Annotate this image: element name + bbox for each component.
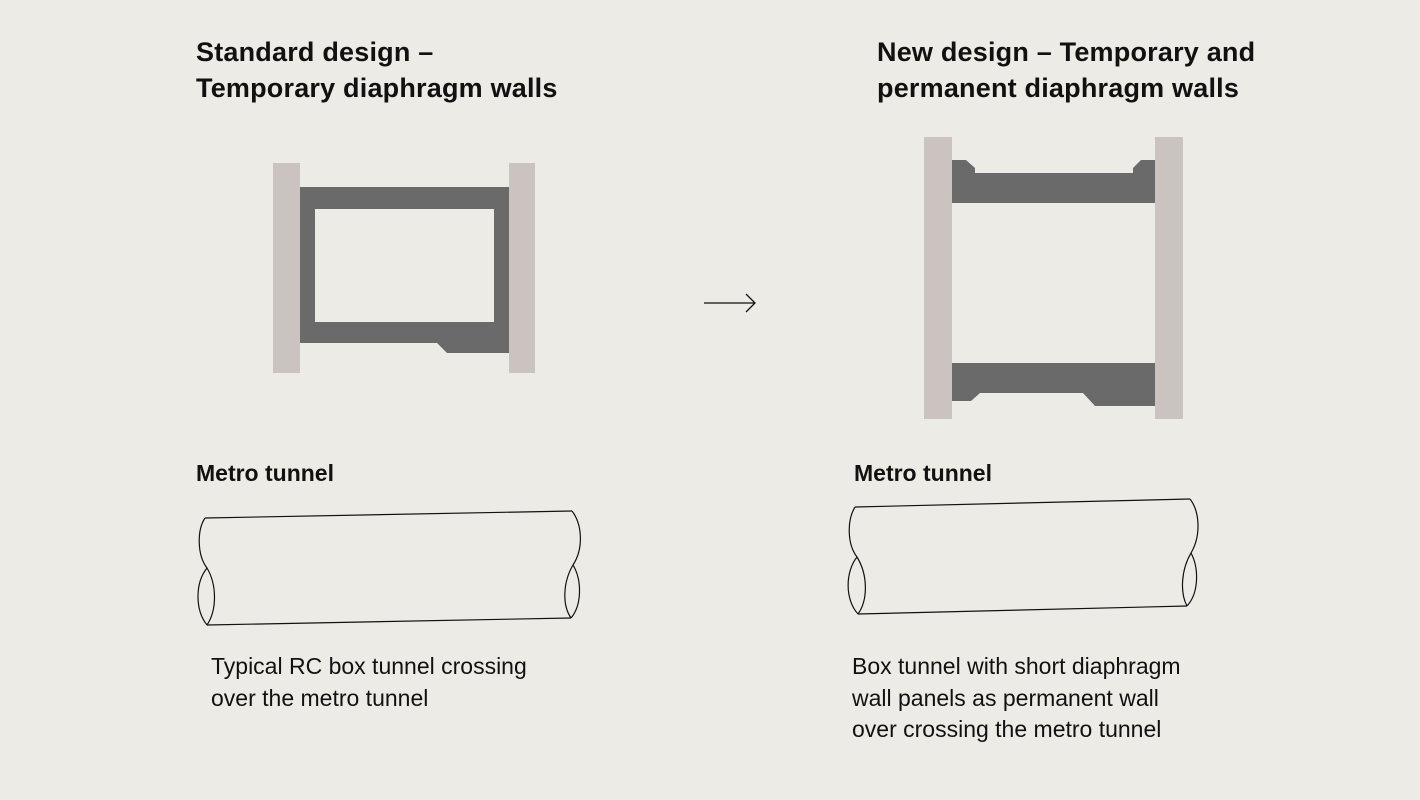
arrow-right-icon	[704, 293, 756, 313]
new-metro-tunnel-label: Metro tunnel	[854, 460, 992, 486]
standard-caption-line2: over the metro tunnel	[211, 684, 429, 711]
standard-rc-box-tunnel	[300, 187, 509, 353]
standard-metro-tunnel-drawing	[197, 510, 581, 626]
new-caption-line3: over crossing the metro tunnel	[852, 716, 1162, 742]
standard-title-line2: Temporary diaphragm walls	[196, 73, 558, 103]
standard-caption: Typical RC box tunnel crossing over the …	[211, 651, 527, 714]
new-caption: Box tunnel with short diaphragm wall pan…	[852, 651, 1181, 746]
standard-caption-line1: Typical RC box tunnel crossing	[211, 653, 527, 679]
new-caption-line2: wall panels as permanent wall	[852, 684, 1159, 711]
new-section-drawing	[924, 137, 1183, 419]
new-top-slab	[952, 160, 1155, 203]
new-design-title: New design – Temporary and permanent dia…	[877, 34, 1255, 106]
standard-title-line1: Standard design –	[196, 37, 434, 67]
standard-right-diaphragm-wall	[509, 163, 535, 373]
new-right-diaphragm-wall	[1155, 137, 1183, 419]
new-metro-tunnel-drawing	[847, 498, 1199, 615]
new-caption-line1: Box tunnel with short diaphragm	[852, 653, 1181, 679]
standard-section-drawing	[273, 163, 535, 373]
new-bottom-slab	[952, 363, 1155, 406]
new-title-line1: New design – Temporary and	[877, 37, 1256, 67]
new-title-line2: permanent diaphragm walls	[877, 73, 1240, 103]
standard-metro-tunnel-label: Metro tunnel	[196, 460, 334, 486]
new-left-diaphragm-wall	[924, 137, 952, 419]
standard-left-diaphragm-wall	[273, 163, 300, 373]
standard-design-title: Standard design – Temporary diaphragm wa…	[196, 34, 558, 106]
